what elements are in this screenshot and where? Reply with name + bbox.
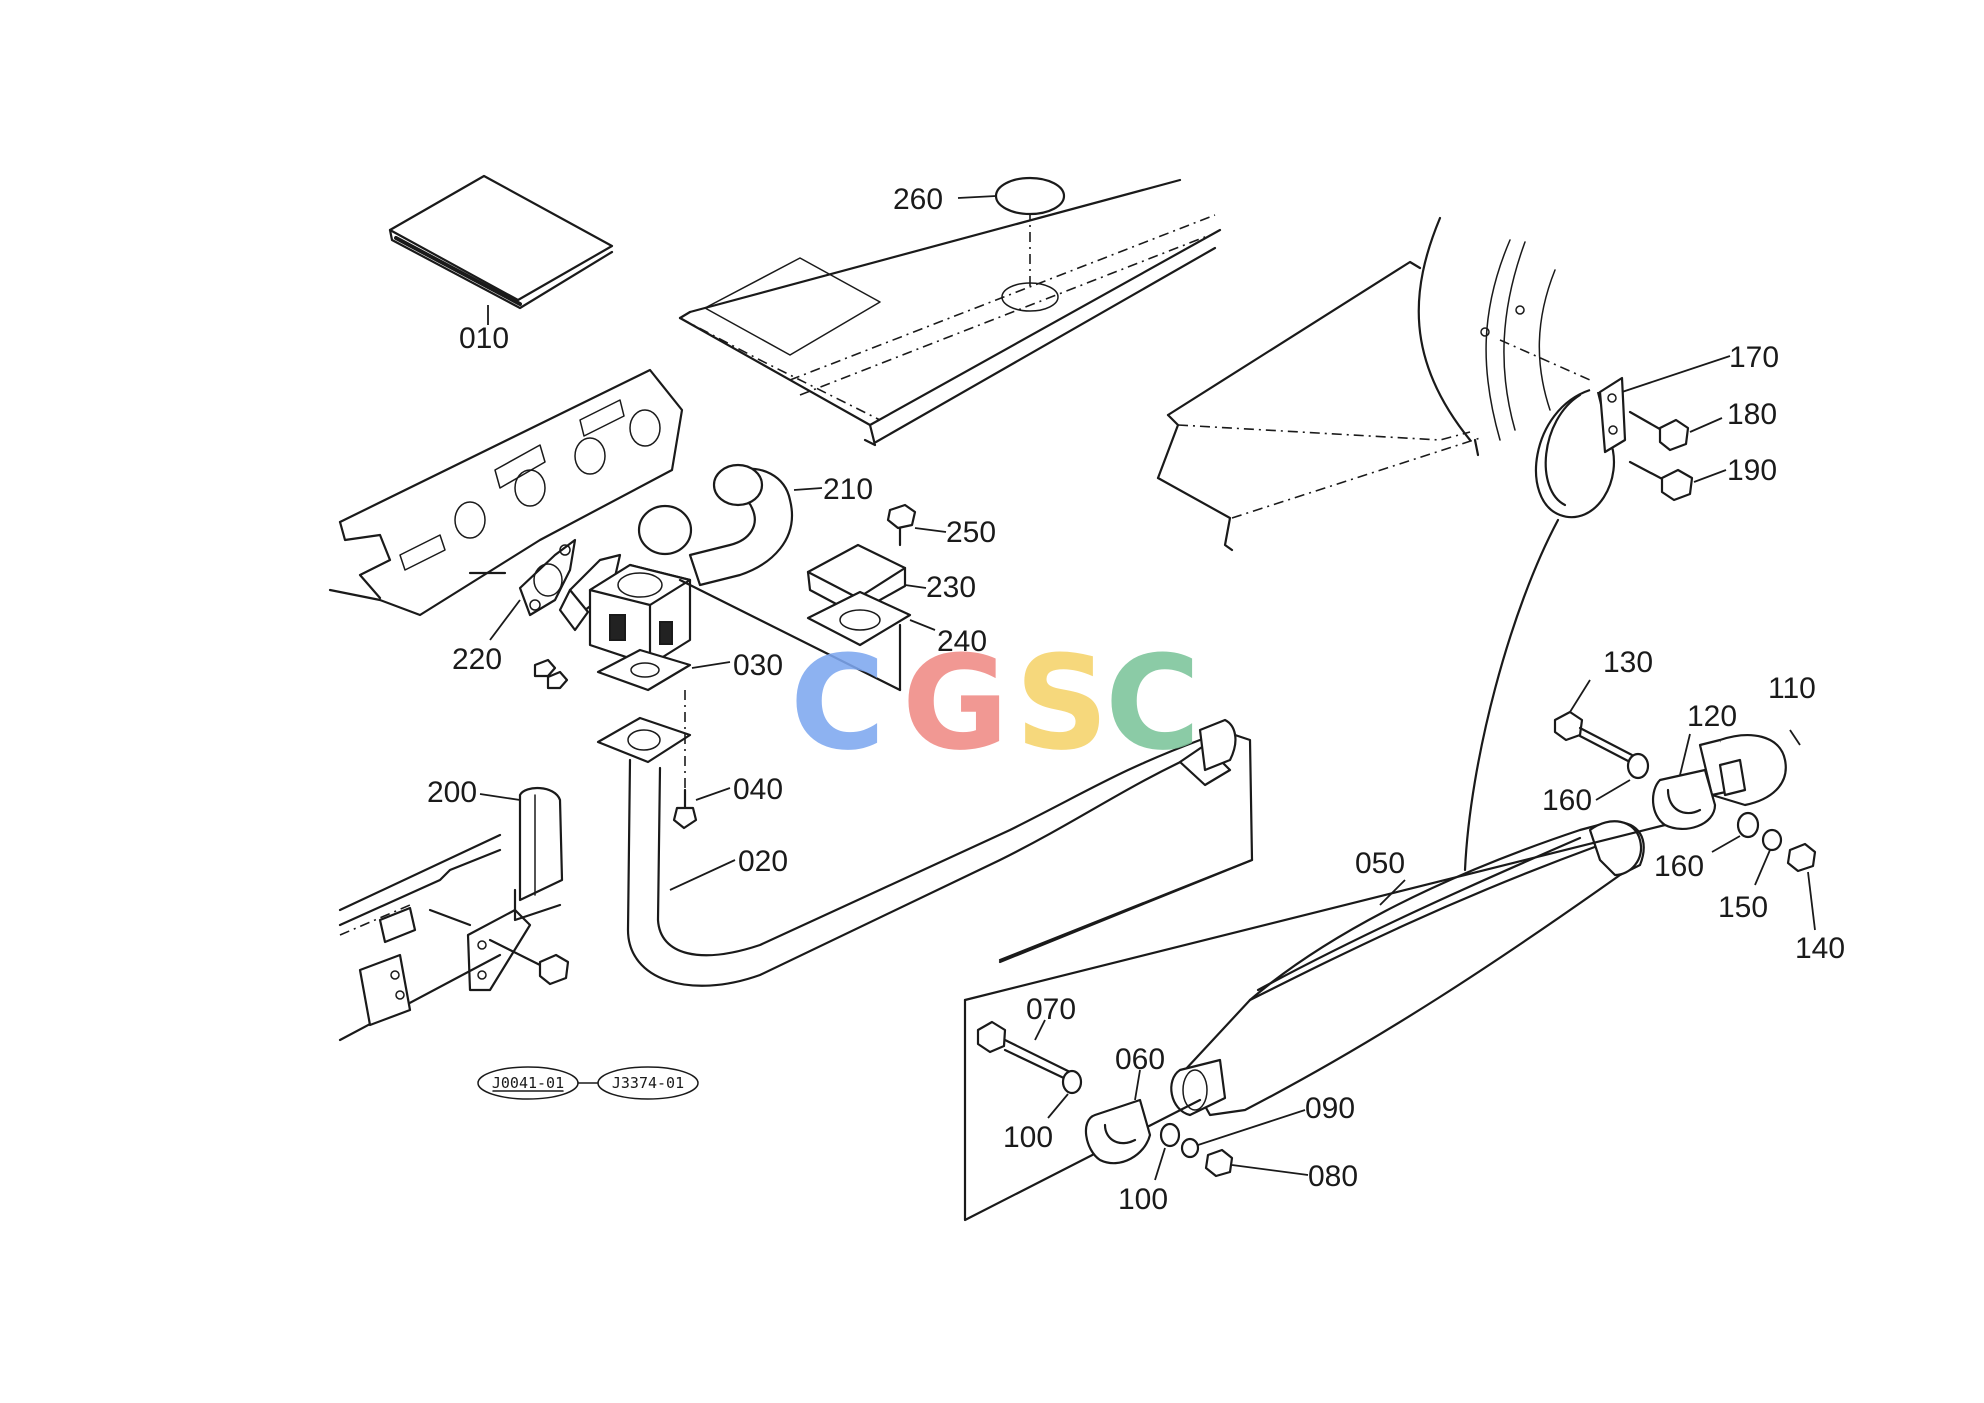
callout-200: 200 — [427, 776, 477, 809]
part-170-band-clamp — [1534, 355, 1731, 519]
engine-manifold-block — [328, 368, 684, 617]
part-030-adapter — [588, 563, 902, 692]
part-150-lock-washer — [1754, 828, 1783, 886]
callout-190: 190 — [1727, 454, 1777, 487]
part-180-bolt — [1628, 410, 1723, 452]
callout-210: 210 — [823, 473, 873, 506]
part-110-tail-pipe — [1698, 729, 1801, 807]
part-240-gasket-plate — [806, 590, 936, 692]
frame-rail — [338, 833, 502, 1042]
callout-240: 240 — [937, 625, 987, 658]
callout-080: 080 — [1308, 1160, 1358, 1193]
watermark-letter-2: G — [902, 627, 1009, 779]
part-190-bolt — [1628, 460, 1727, 502]
callout-120: 120 — [1687, 700, 1737, 733]
part-020-exhaust-pipe — [626, 718, 1254, 987]
watermark-letter-3: S — [1015, 627, 1109, 779]
callout-070: 070 — [1026, 993, 1076, 1026]
part-040-flange — [596, 690, 731, 830]
callout-040: 040 — [733, 773, 783, 806]
reference-codes: J0041-01 J3374-01 — [477, 1066, 699, 1100]
part-250-bolt — [886, 503, 947, 547]
fender-panel — [1156, 216, 1591, 552]
part-260-cap — [957, 176, 1066, 216]
part-100-washer-lower — [1154, 1122, 1181, 1181]
callout-170: 170 — [1729, 341, 1779, 374]
hanger-rod — [1463, 518, 1560, 872]
callout-060: 060 — [1115, 1043, 1165, 1076]
part-220-gasket — [468, 538, 577, 641]
part-200-bracket — [428, 787, 570, 992]
ref-code-right: J3374-01 — [612, 1074, 684, 1092]
ref-code-left: J0041-01 — [492, 1074, 564, 1092]
part-130-bolt — [1553, 679, 1634, 764]
part-210-elbow-pipe — [558, 463, 823, 632]
callout-180: 180 — [1727, 398, 1777, 431]
callout-100-upper: 100 — [1003, 1121, 1053, 1154]
part-160-washer-lower — [1711, 811, 1760, 853]
callout-260: 260 — [893, 183, 943, 216]
watermark: C G S C — [790, 627, 1200, 779]
part-070-bolt — [976, 1019, 1072, 1082]
callout-020: 020 — [738, 845, 788, 878]
part-080-nut — [1204, 1148, 1309, 1178]
callout-220: 220 — [452, 643, 502, 676]
part-160-washer-upper — [1595, 752, 1650, 801]
watermark-letter-1: C — [790, 627, 885, 779]
engine-hood-panel — [678, 178, 1222, 447]
part-140-nut — [1786, 842, 1817, 931]
adapter-nuts — [533, 658, 569, 690]
part-120-clamp — [1652, 733, 1717, 830]
callout-150: 150 — [1718, 891, 1768, 924]
part-010-sheet — [388, 174, 614, 325]
callout-110: 110 — [1768, 672, 1816, 705]
callout-130: 130 — [1603, 646, 1653, 679]
part-050-muffler — [1170, 820, 1645, 1117]
callout-010: 010 — [459, 322, 509, 355]
watermark-letter-4: C — [1105, 627, 1200, 779]
callout-100-lower: 100 — [1118, 1183, 1168, 1216]
callout-160-lower: 160 — [1654, 850, 1704, 883]
callout-090: 090 — [1305, 1092, 1355, 1125]
part-060-clamp — [1084, 1069, 1152, 1165]
callout-050: 050 — [1355, 847, 1405, 880]
callout-230: 230 — [926, 571, 976, 604]
callout-160-upper: 160 — [1542, 784, 1592, 817]
callout-030: 030 — [733, 649, 783, 682]
part-100-washer-upper — [1047, 1069, 1083, 1119]
part-090-lock-washer — [1180, 1109, 1306, 1159]
callout-140: 140 — [1795, 932, 1845, 965]
callout-250: 250 — [946, 516, 996, 549]
callout-labels: 010 020 030 040 050 060 070 080 090 100 … — [427, 183, 1845, 1216]
